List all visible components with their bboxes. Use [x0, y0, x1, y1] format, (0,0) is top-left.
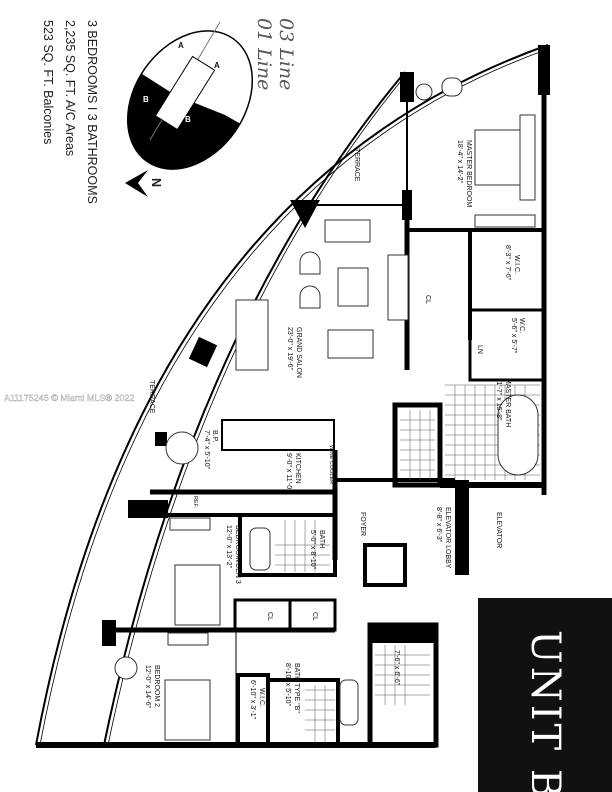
breakfast-table-icon — [165, 431, 199, 465]
linen-label: LN — [476, 345, 483, 354]
bedroom2-size: 12'-0" x 14'-6" — [144, 665, 151, 709]
master-closet-label: CL — [424, 295, 431, 304]
bedroom3-label: BEDROOM/DEN 3 — [234, 525, 241, 584]
balcony-area: 523 SQ. FT. Balconies — [41, 20, 55, 144]
master-bath-label: MASTER BATH — [504, 378, 511, 427]
bath2-size: 8'-10" x 5'-10" — [284, 663, 291, 707]
handwritten-line-03: 03 Line — [275, 18, 297, 90]
grand-salon-label: GRAND SALON — [295, 327, 302, 378]
north-arrow-icon — [125, 170, 148, 197]
bathtub-icon — [497, 394, 539, 476]
master-wic-label: W.I.C. — [513, 255, 520, 274]
furniture — [114, 77, 539, 741]
bath3-size: 5'-0" x 8'-10" — [309, 530, 316, 570]
bed-icon — [164, 679, 211, 741]
wc-size: 5'-6" x 5'-7" — [510, 318, 517, 354]
bp-label: B.P. — [211, 430, 218, 442]
bp-size: 7'-4" x 5'-10" — [203, 430, 210, 470]
key-plan-label-b2: B — [185, 115, 191, 124]
master-bed-icon — [474, 129, 526, 186]
ac-area: 2,235 SQ. FT. A/C Areas — [63, 20, 77, 156]
bedroom2-label: BEDROOM 2 — [153, 665, 160, 707]
kitchen-size: 9'-0" x 11'-0" — [285, 453, 292, 492]
sofa-icon — [324, 219, 371, 243]
wc-label: W.C. — [518, 318, 525, 333]
coffee-table-icon — [337, 267, 369, 307]
bedroom3-size: 12'-0" x 13'-2" — [225, 525, 232, 569]
elevator-label: ELEVATOR — [495, 512, 502, 548]
master-bedroom-label: MASTER BEDROOM — [465, 140, 472, 207]
unit-title-block: UNIT B — [478, 598, 612, 792]
handwritten-notes: 03 Line 01 Line — [253, 18, 297, 90]
handwritten-line-01: 01 Line — [253, 18, 275, 90]
master-bedroom-size: 18'-4" x 14'-2" — [456, 140, 463, 184]
master-bath-size: 11'-7" x 15'-8" — [495, 378, 502, 421]
ref-label: REF. — [192, 496, 198, 508]
wine-cooler-label: WINE COOLER — [328, 445, 334, 484]
sofa-icon — [327, 329, 374, 359]
terrace-lower-label: TERRACE — [148, 380, 155, 414]
key-plan-label-b1: B — [143, 95, 149, 104]
terrace-upper-label: TERRACE — [353, 148, 360, 182]
elevator-lobby-label: ELEVATOR LOBBY — [444, 507, 451, 569]
bed-icon — [174, 564, 221, 626]
wic2-label: W.I.C. — [258, 688, 265, 707]
north-label: N — [149, 178, 163, 187]
master-wic-size: 8'-3" x 7'-6" — [504, 245, 511, 281]
north-arrow: N — [125, 170, 163, 197]
wic2-size: 6'-10" x 3'-1" — [249, 680, 256, 720]
key-plan: A A B B — [120, 21, 260, 193]
unit-title: UNIT B — [522, 630, 568, 792]
laundry-size: 7'-6" x 6'-6" — [393, 650, 400, 686]
grand-salon-size: 23'-0" x 19'-6" — [286, 327, 293, 371]
key-plan-label-a2: A — [214, 61, 220, 70]
closet-a-label: CL — [266, 612, 273, 621]
dining-table-icon — [235, 299, 269, 371]
key-plan-label-a1: A — [178, 41, 184, 50]
room-labels: TERRACE TERRACE MASTER BEDROOM 18'-4" x … — [144, 140, 525, 720]
foyer-label: FOYER — [359, 512, 366, 536]
bathtub-icon — [339, 679, 359, 726]
bath2-label: BATH TYPE "B" — [293, 663, 300, 713]
closet-b-label: CL — [311, 612, 318, 621]
bedrooms-baths: 3 BEDROOMS I 3 BATHROOMS — [85, 20, 99, 204]
unit-summary: 3 BEDROOMS I 3 BATHROOMS 2,235 SQ. FT. A… — [41, 20, 99, 204]
mls-watermark: A11175245 © Miami MLS® 2022 — [4, 393, 135, 403]
kitchen-label: KITCHEN — [294, 453, 301, 484]
elevator-lobby-size: 8'-8" x 6'-3" — [435, 507, 442, 543]
bathtub-icon — [249, 527, 271, 571]
bath3-label: BATH — [318, 530, 325, 548]
